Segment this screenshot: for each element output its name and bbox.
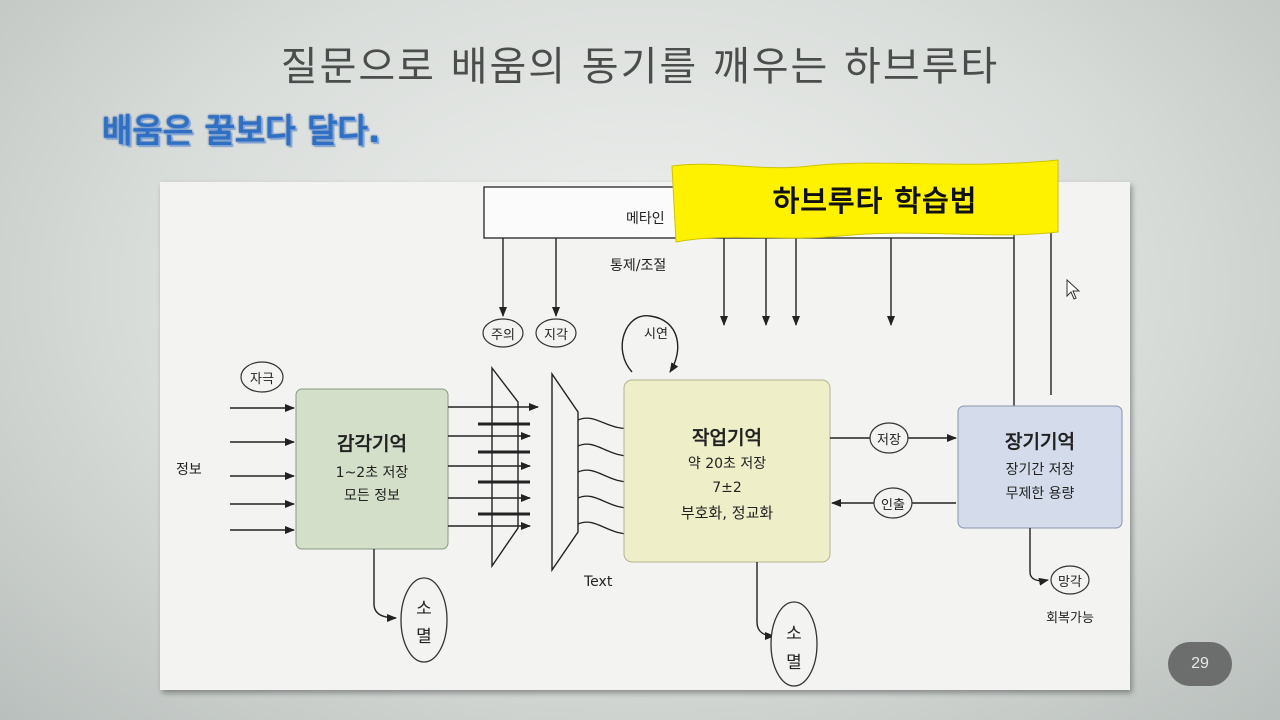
banner-ribbon (671, 159, 1059, 243)
sensory-extinction-ellipse (400, 577, 448, 663)
slide-title: 질문으로 배움의 동기를 깨우는 하브루타 (280, 44, 1000, 90)
rehearsal-loop (621, 315, 679, 373)
working-extinction-bottom: 멸 (786, 653, 802, 673)
long-term-memory-box (957, 405, 1123, 529)
rehearsal-label: 시연 (644, 327, 668, 342)
mouse-cursor-icon (1066, 279, 1081, 300)
stimulus-ellipse (240, 361, 284, 393)
forget-label: 망각 (1058, 575, 1082, 590)
store-label: 저장 (877, 433, 901, 448)
working-memory-box (623, 379, 831, 563)
text-label: Text (583, 574, 613, 590)
retrieve-label: 인출 (881, 498, 905, 513)
retrieve-ellipse (873, 487, 913, 519)
forget-arrow (1029, 528, 1049, 586)
banner-title: 하브루타 학습법 (772, 184, 978, 218)
working-memory-title: 작업기억 (692, 427, 762, 449)
attention-ellipse (482, 318, 524, 348)
long-term-memory-title: 장기기억 (1005, 431, 1075, 453)
working-extinction-top: 소 (786, 624, 802, 644)
thick-filter-bars (478, 422, 530, 516)
stimulus-label: 자극 (250, 372, 274, 387)
perception-label: 지각 (544, 328, 568, 343)
control-label: 통제/조절 (610, 258, 666, 274)
sensory-extinction-arrow (373, 549, 397, 622)
sensory-memory-title: 감각기억 (337, 433, 407, 455)
meta-label: 메타인 (626, 211, 665, 227)
slide-number: 29 (1168, 642, 1232, 686)
attention-filter (491, 365, 519, 569)
sensory-memory-line1: 1~2초 저장 (336, 465, 409, 481)
working-memory-line1: 약 20초 저장 (688, 456, 766, 472)
sensory-extinction-top: 소 (416, 599, 432, 619)
slide-subtitle: 배움은 꿀보다 달다. (102, 111, 381, 150)
long-term-memory-line2: 무제한 용량 (1006, 486, 1075, 502)
sensory-memory-box (295, 388, 449, 550)
working-extinction-ellipse (770, 601, 818, 687)
perception-ellipse (535, 318, 577, 348)
perception-filter (551, 371, 579, 573)
working-memory-line3: 부호화, 정교화 (681, 504, 774, 522)
forget-ellipse (1050, 565, 1090, 595)
attention-label: 주의 (491, 328, 515, 343)
sensory-extinction-bottom: 멸 (416, 627, 432, 647)
filter-arrows (448, 403, 539, 530)
store-ellipse (869, 422, 909, 454)
sensory-memory-line2: 모든 정보 (344, 488, 400, 504)
input-arrows (230, 404, 295, 534)
input-label: 정보 (176, 462, 202, 478)
long-term-memory-line1: 장기간 저장 (1006, 462, 1075, 478)
recoverable-label: 회복가능 (1046, 611, 1094, 626)
working-memory-line2: 7±2 (712, 480, 742, 496)
